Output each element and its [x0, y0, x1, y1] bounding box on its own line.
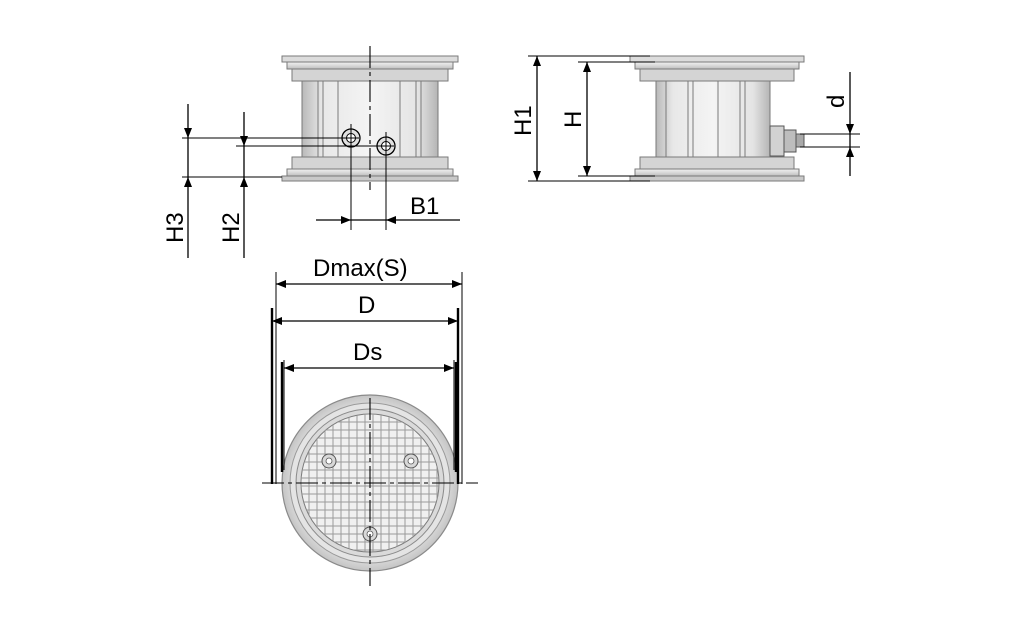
screw-2: [403, 453, 419, 469]
label-h2: H2: [218, 212, 245, 243]
dimension-b1: B1: [316, 152, 460, 230]
dimension-diameters: Dmax(S) D Ds: [270, 255, 463, 484]
bottom-view: [262, 394, 478, 586]
label-b1: B1: [410, 193, 439, 220]
side-view-right: [629, 55, 805, 182]
dimension-h3-h2: H3 H2: [162, 104, 386, 258]
side-view-left: [281, 46, 459, 190]
screw-1: [321, 453, 337, 469]
label-ds: Ds: [353, 339, 382, 366]
dimension-h1-h: H1 H: [510, 55, 655, 182]
hose-connector: [769, 125, 805, 157]
label-dmax: Dmax(S): [313, 255, 408, 282]
label-h1: H1: [510, 105, 537, 136]
label-h3: H3: [162, 212, 189, 243]
label-d-small: d: [823, 95, 850, 108]
label-d: D: [358, 292, 375, 319]
gripper-body-right: [655, 80, 771, 158]
dimension-d-small: d: [800, 72, 860, 176]
label-h: H: [560, 111, 587, 128]
